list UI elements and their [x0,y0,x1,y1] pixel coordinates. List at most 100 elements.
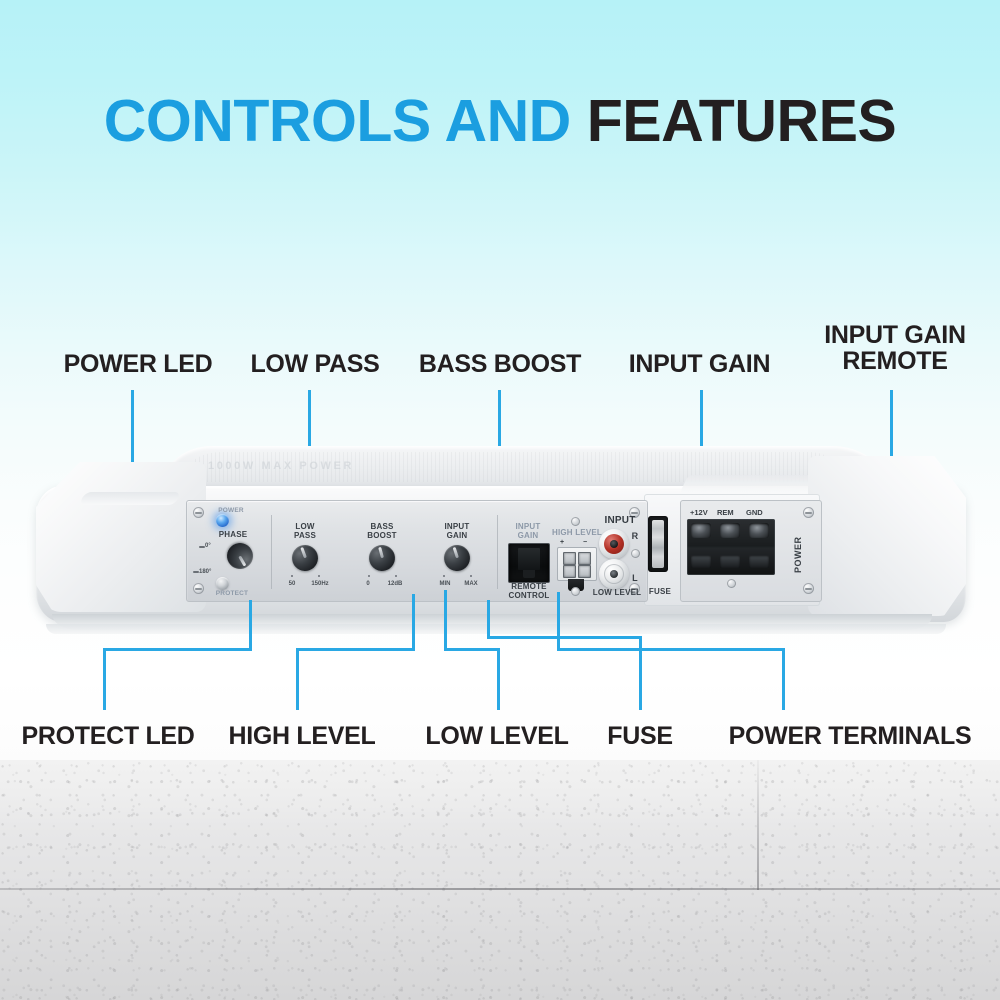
bass-boost-label-line1: BASS [370,522,394,531]
low-pass-scale-max: 150Hz [311,581,329,587]
high-level-plus-sign: + [560,539,565,546]
leader-protect-led-v1 [249,600,252,648]
input-gain-tick-min [443,575,445,577]
leader-power-led-v1 [131,390,134,494]
input-gain-scale-min: MIN [439,581,451,587]
fuse-label: FUSE [648,587,672,596]
low-pass-label-line1: LOW [295,522,315,531]
remote-control-caption-line1: REMOTE [511,582,547,591]
phase-label: PHASE [218,530,248,539]
panel-divider-1 [271,515,272,589]
amplifier-left-endcap [36,462,206,612]
input-gain-label-line2: GAIN [446,530,468,540]
callout-label-low-pass: LOW PASS [250,350,380,378]
power-led-label: POWER [218,507,244,514]
low-pass-label: LOW PASS [279,522,331,541]
terminal-screw-gnd[interactable] [749,523,769,538]
bass-boost-knob[interactable] [366,542,398,574]
input-gain-knob-pointer [452,547,459,559]
callout-label-input-gain: INPUT GAIN [628,350,771,378]
leader-low-pass-v1 [308,390,311,470]
leader-power-terminals-v2 [782,648,785,710]
amplifier-control-panel: POWER PHASE 0° 180° PROTECT LOW PASS [186,500,648,602]
leader-input-gain-v1 [700,390,703,496]
phase-knob-pointer [238,555,247,567]
input-gain-knob[interactable] [440,541,474,575]
leader-low-level-v1 [444,590,447,648]
fuse-blade [652,520,664,568]
rca-left-channel-label: L [632,573,638,583]
power-panel-screw-top [803,507,814,518]
remote-input-gain-label-line2: GAIN [517,530,539,540]
leader-high-level-v1 [412,594,415,648]
panel-screw-bottom-left [193,583,204,594]
leader-input-gain-remote-v1 [890,390,893,509]
amplifier-top-groove [679,475,825,494]
callout-label-input-gain-remote-line1: INPUT GAIN [824,321,966,349]
input-gain-label: INPUT GAIN [431,522,483,541]
callout-label-input-gain-remote: INPUT GAIN REMOTE [805,322,985,374]
leader-high-level-h [296,648,415,651]
power-panel-screw-bottom [803,583,814,594]
callout-label-high-level: HIGH LEVEL [228,722,376,750]
leader-bass-boost-v1 [498,390,501,488]
rca-input-left-pin [610,570,618,578]
leader-fuse-v2 [639,636,642,710]
leader-protect-led-h [103,648,252,651]
terminal-label-rem: REM [717,508,734,517]
rca-input-right[interactable] [599,529,629,559]
callout-label-power-terminals: POWER TERMINALS [728,722,972,750]
terminal-slot-rem[interactable] [720,555,740,568]
low-level-caption: LOW LEVEL [592,588,642,597]
rca-right-channel-label: R [631,531,639,541]
phase-tick-min [199,546,205,548]
terminal-slot-12v[interactable] [691,555,711,568]
page-title-blue: CONTROLS AND [103,88,587,154]
leader-power-terminals-v1 [557,592,560,648]
bass-boost-tick-max [395,575,397,577]
power-section-heading: POWER [793,536,803,573]
leader-fuse-h [487,636,642,639]
amplifier-right-endcap [808,456,966,616]
low-pass-label-line2: PASS [294,530,316,540]
fuse-holder[interactable] [648,516,668,572]
phase-tick-max [193,571,199,573]
bass-boost-knob-pointer [377,546,384,559]
remote-input-gain-label: INPUT GAIN [505,522,551,541]
terminal-screw-rem[interactable] [720,523,740,538]
leader-low-level-v2 [497,648,500,710]
high-level-input-connector[interactable] [557,547,597,581]
leader-fuse-v1 [487,600,490,636]
protect-led-indicator [216,577,229,590]
leader-protect-led-v2 [103,648,106,710]
power-terminal-panel: +12V REM GND POWER [680,500,822,602]
high-level-pin-4 [578,565,591,578]
remote-control-caption: REMOTE CONTROL [501,582,557,601]
panel-screw-top-right [629,507,640,518]
leader-low-level-h [444,648,500,651]
terminal-screw-12v[interactable] [691,523,711,538]
high-level-screw-bottom [571,587,580,596]
rca-input-right-pin [610,540,618,548]
remote-input-gain-label-line1: INPUT [515,522,541,531]
leader-power-terminals-h [557,648,785,651]
leader-high-level-v2 [296,648,299,710]
panel-divider-2 [497,515,498,589]
remote-control-port[interactable] [508,543,550,583]
high-level-pin-1 [563,552,576,565]
bass-boost-scale-max: 12dB [387,581,403,587]
callout-label-fuse: FUSE [607,722,673,750]
terminal-label-gnd: GND [746,508,763,517]
phase-max-label: 180° [199,569,212,575]
rca-input-left[interactable] [599,559,629,589]
sky-gradient-background [0,0,1000,770]
terminal-slot-gnd[interactable] [749,555,769,568]
low-pass-tick-min [291,575,293,577]
low-pass-knob[interactable] [288,541,322,575]
panel-screw-bottom-right [629,583,640,594]
bass-boost-label-line2: BOOST [367,530,397,540]
callout-label-input-gain-remote-line2: REMOTE [842,347,948,375]
high-level-label: HIGH LEVEL [551,528,602,537]
power-terminal-block[interactable] [687,519,775,575]
